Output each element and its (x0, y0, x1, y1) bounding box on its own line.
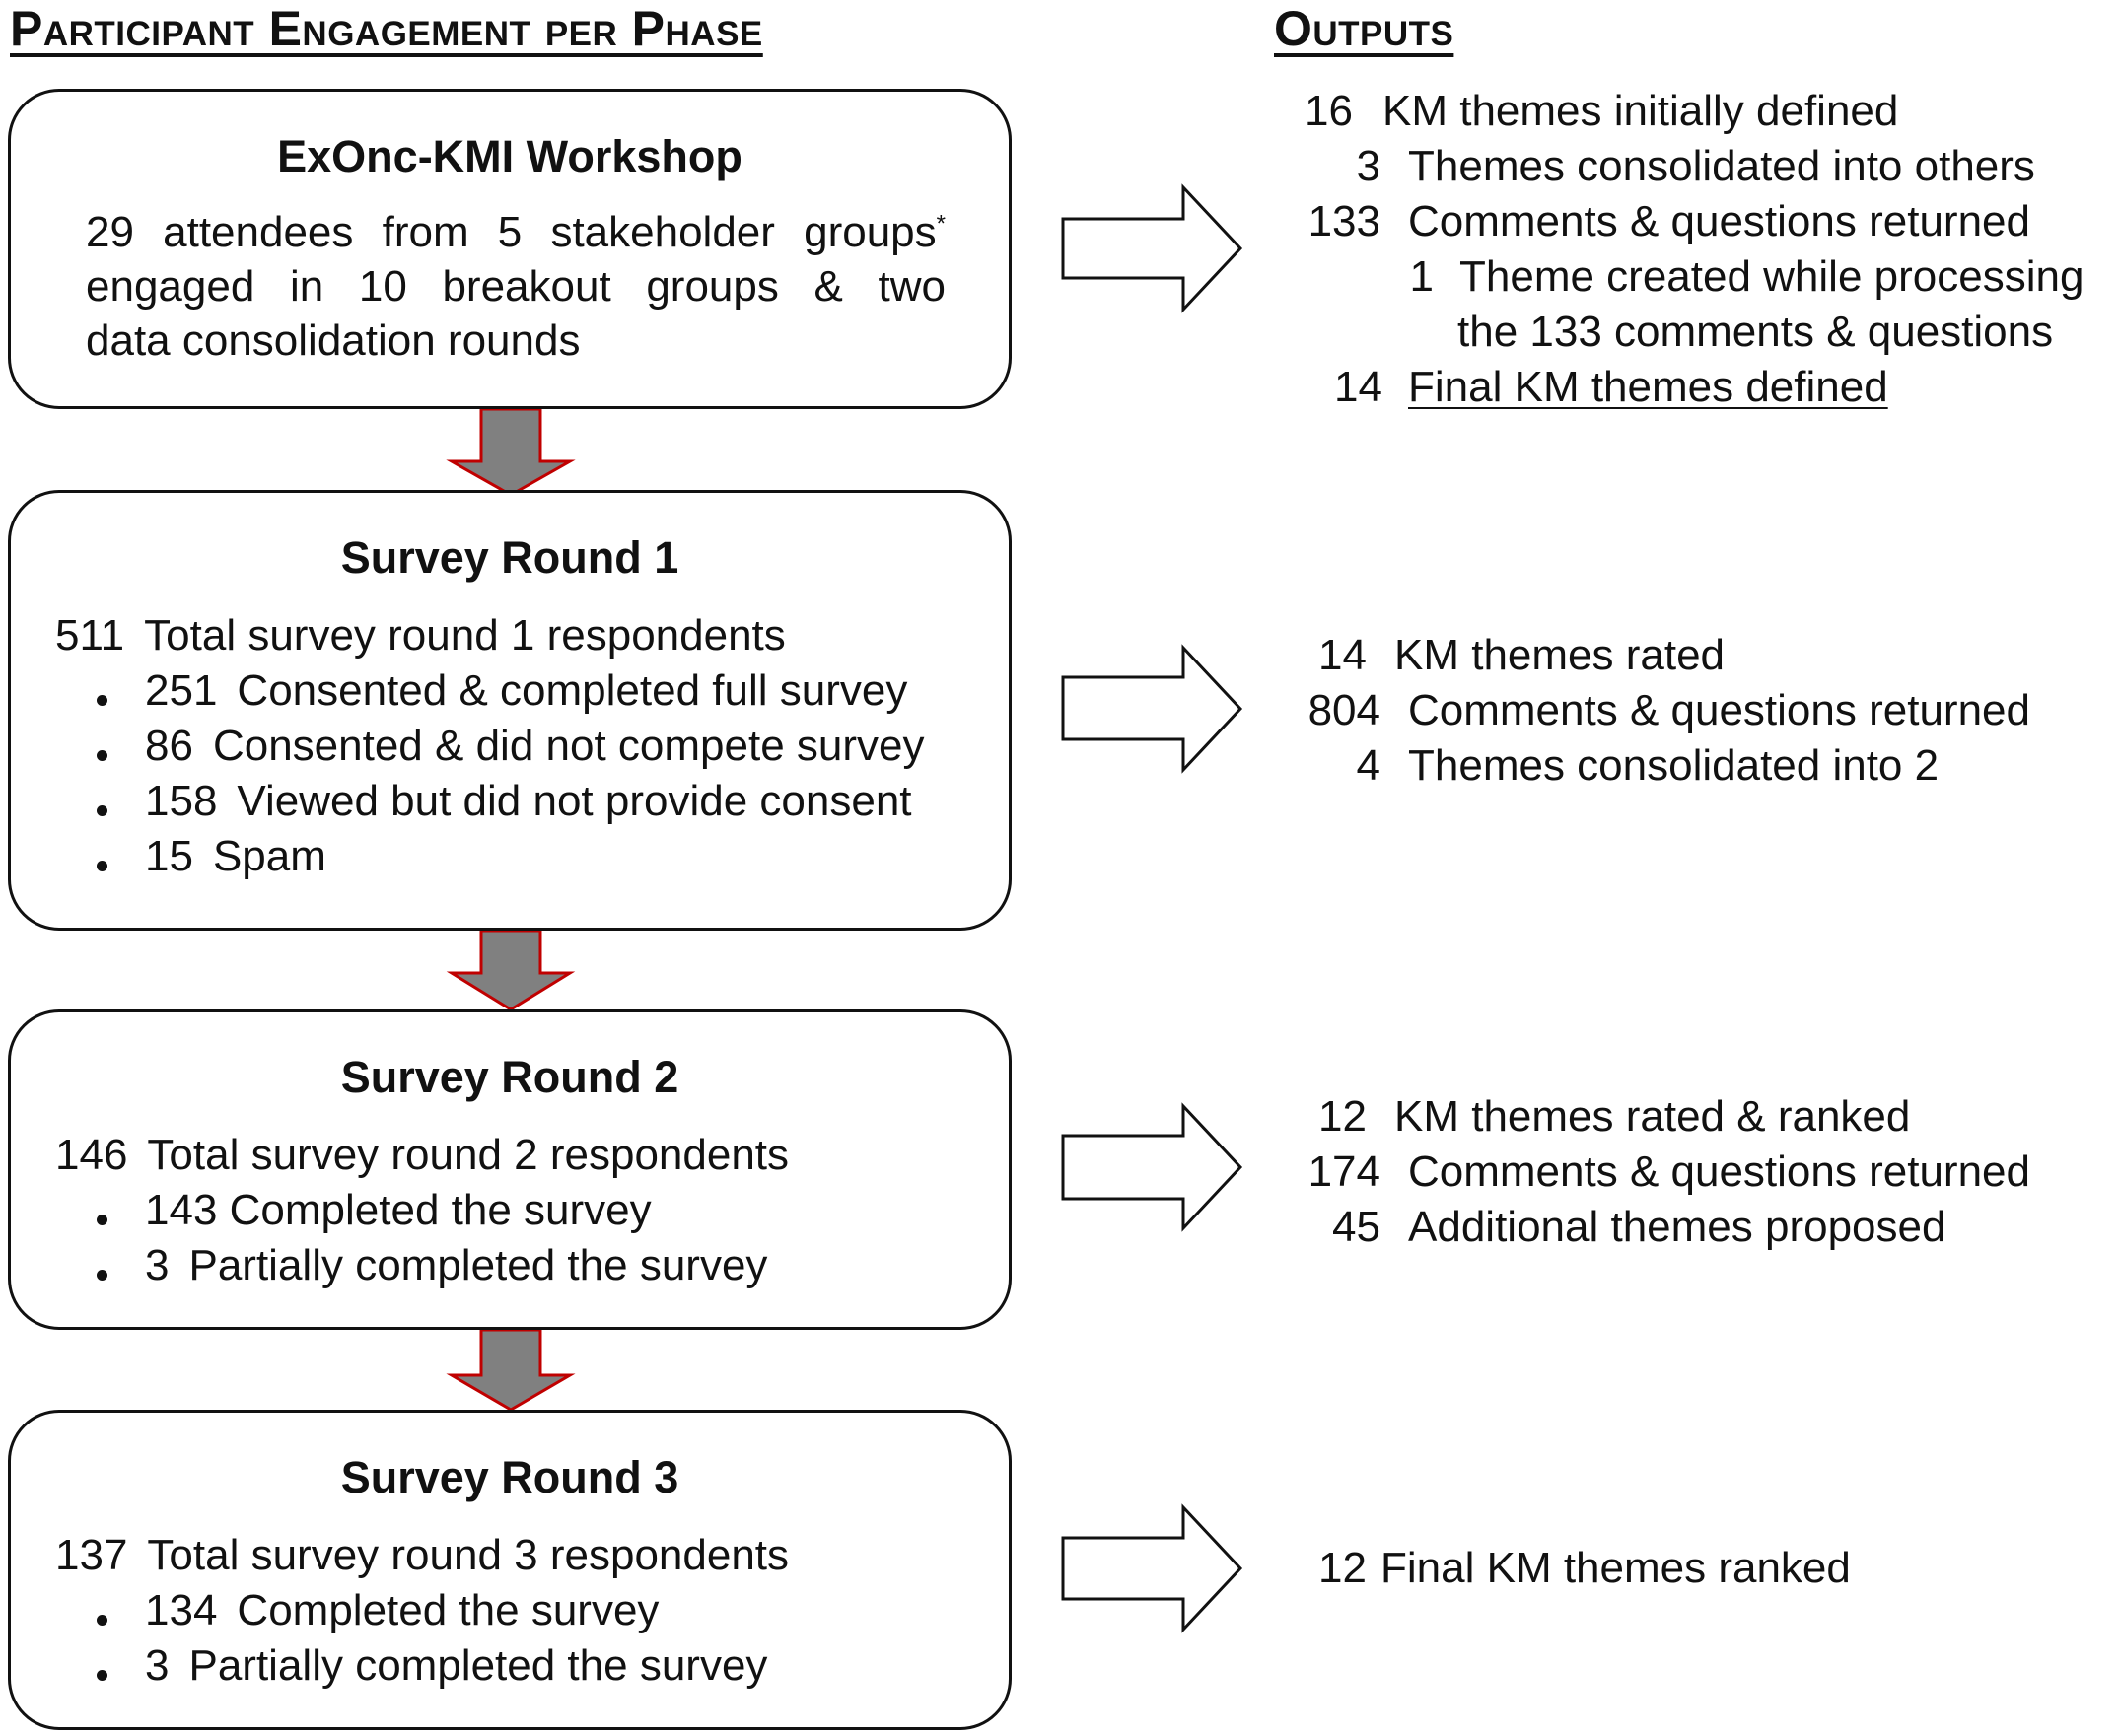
list-item: 143 Completed the survey (145, 1186, 652, 1234)
workshop-box: ExOnc-KMI Workshop 29 attendees from 5 s… (8, 89, 1012, 409)
survey-round-2-title: Survey Round 2 (340, 1052, 679, 1102)
workshop-line-1: 29 attendees from 5 stakeholder groups* (86, 208, 946, 256)
outputs-heading: Outputs (1274, 1, 1454, 56)
down-arrow-3 (446, 1328, 576, 1412)
right-arrow-2 (1061, 644, 1243, 774)
bullet-icon (97, 750, 107, 761)
bullet-icon (97, 805, 107, 816)
footnote-marker: * (936, 210, 946, 238)
bullet-icon (97, 1670, 107, 1681)
right-arrow-4 (1061, 1503, 1243, 1633)
workshop-line-2: engaged in 10 breakout groups & two (86, 262, 946, 311)
bullet-icon (97, 1215, 107, 1225)
bullet-icon (97, 1615, 107, 1626)
workshop-line-3: data consolidation rounds (86, 316, 581, 365)
survey-round-1-title: Survey Round 1 (340, 532, 679, 583)
down-arrow-1 (446, 407, 576, 497)
participant-engagement-heading: Participant Engagement per Phase (10, 1, 763, 56)
right-arrow-3 (1061, 1102, 1243, 1232)
survey-round-3-title: Survey Round 3 (340, 1452, 679, 1502)
bullet-icon (97, 1270, 107, 1281)
right-arrow-1 (1061, 183, 1243, 313)
down-arrow-2 (446, 929, 576, 1011)
bullet-icon (97, 695, 107, 706)
bullet-icon (97, 861, 107, 871)
workshop-title: ExOnc-KMI Workshop (277, 131, 742, 181)
